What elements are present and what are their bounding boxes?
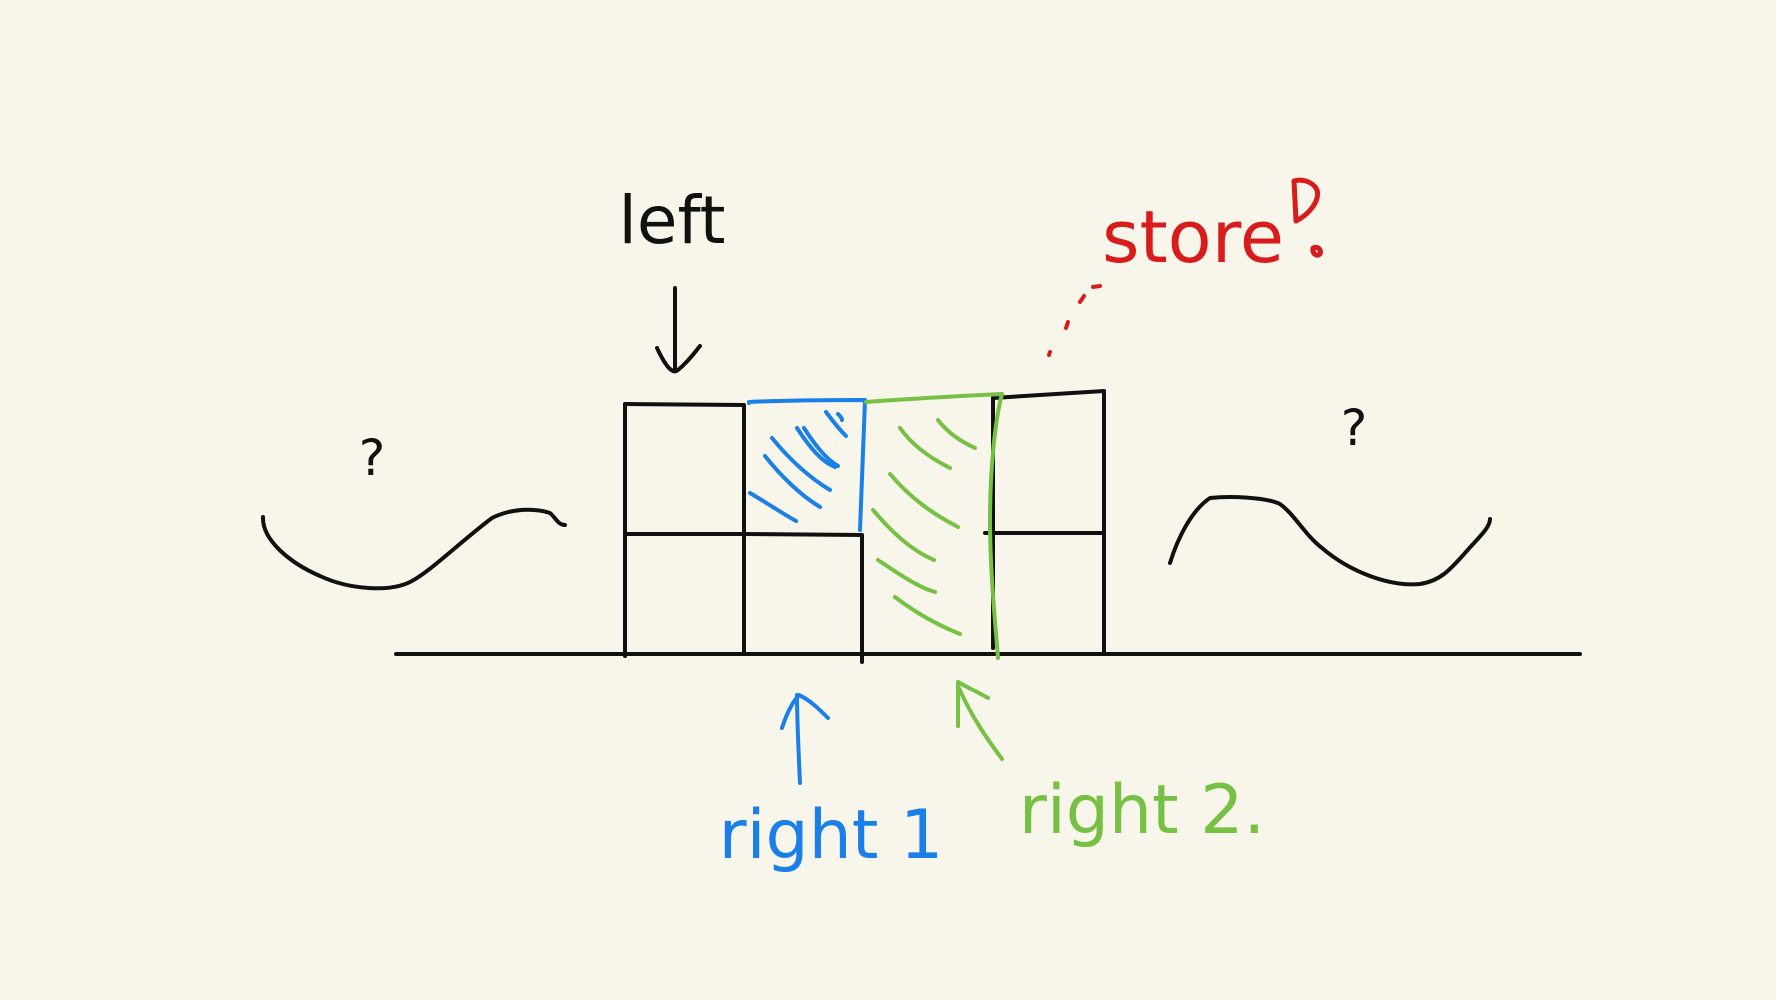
label-right2: right 2. (1019, 771, 1265, 850)
store-connector-dots (1047, 284, 1102, 357)
arrow-up-green-icon (955, 680, 1004, 761)
bar-left (623, 402, 746, 658)
label-left: left (619, 182, 726, 259)
right-wave (1168, 495, 1492, 587)
blue-water-region (747, 398, 867, 532)
store-mark-icon (1291, 177, 1323, 258)
bar-middle (742, 532, 864, 664)
question-mark-left: ? (359, 429, 386, 487)
question-mark-right: ? (1341, 399, 1368, 457)
green-water-region (864, 392, 1004, 660)
bar-right (983, 389, 1106, 654)
left-wave (260, 507, 567, 591)
arrow-down-icon (655, 286, 702, 374)
label-right1: right 1 (719, 796, 944, 875)
arrow-up-blue-icon (780, 693, 830, 785)
label-store: store (1102, 195, 1284, 279)
